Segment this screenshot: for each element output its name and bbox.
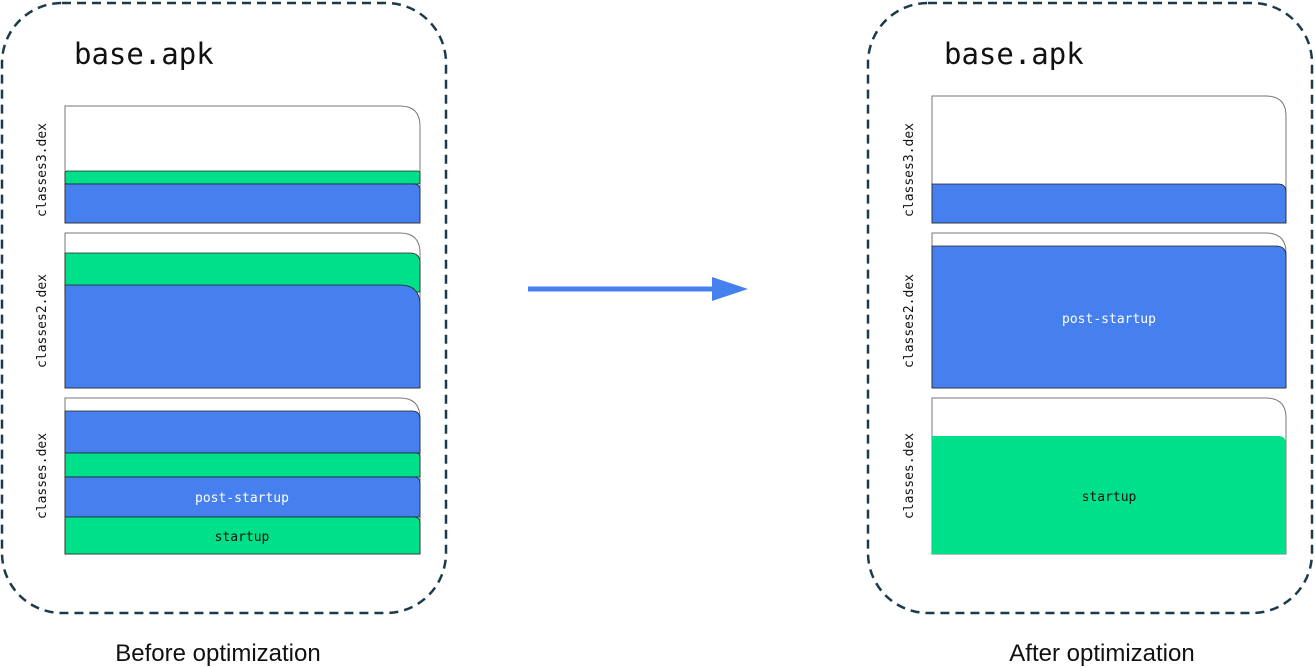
dex-file-label: classes.dex — [35, 433, 50, 519]
dex-file-classes2: classes2.dex — [35, 232, 421, 389]
after-panel: base.apk classes3.dex post-startup class… — [866, 1, 1314, 667]
dex-file-label: classes2.dex — [35, 274, 50, 368]
dex-file-classes3: classes3.dex — [902, 95, 1287, 224]
startup-segment — [64, 452, 421, 478]
post-startup-segment — [64, 183, 421, 224]
startup-segment — [932, 436, 1286, 554]
dex-file-classes: post-startup startup classes.dex — [35, 397, 421, 555]
dex-file-classes2: post-startup classes2.dex — [902, 232, 1287, 389]
startup-segment — [64, 170, 421, 185]
startup-label: startup — [215, 530, 270, 545]
startup-segment — [64, 516, 421, 555]
post-startup-segment — [64, 476, 421, 518]
apk-boundary — [0, 1, 448, 615]
post-startup-label: post-startup — [195, 491, 289, 506]
post-startup-segment — [931, 245, 1287, 389]
dex-file-classes3: classes3.dex — [35, 105, 421, 224]
dex-file-label: classes3.dex — [35, 123, 50, 217]
apk-label: base.apk — [944, 37, 1084, 71]
dex-file-label: classes.dex — [902, 433, 917, 519]
dex-file-label: classes2.dex — [902, 274, 917, 368]
dex-file-classes: startup classes.dex — [902, 397, 1287, 555]
post-startup-segment — [931, 183, 1287, 224]
post-startup-label: post-startup — [1062, 312, 1156, 327]
startup-segment — [64, 252, 421, 293]
caption: After optimization — [1009, 640, 1194, 667]
startup-label: startup — [1082, 490, 1137, 505]
before-panel: base.apk classes3.dex classes2.dex post-… — [0, 1, 448, 667]
dex-file-label: classes3.dex — [902, 123, 917, 217]
post-startup-segment — [64, 284, 421, 389]
apk-boundary — [866, 1, 1314, 615]
apk-label: base.apk — [74, 37, 214, 71]
post-startup-segment — [64, 410, 421, 454]
right-arrow-icon — [528, 277, 748, 301]
caption: Before optimization — [115, 640, 320, 667]
